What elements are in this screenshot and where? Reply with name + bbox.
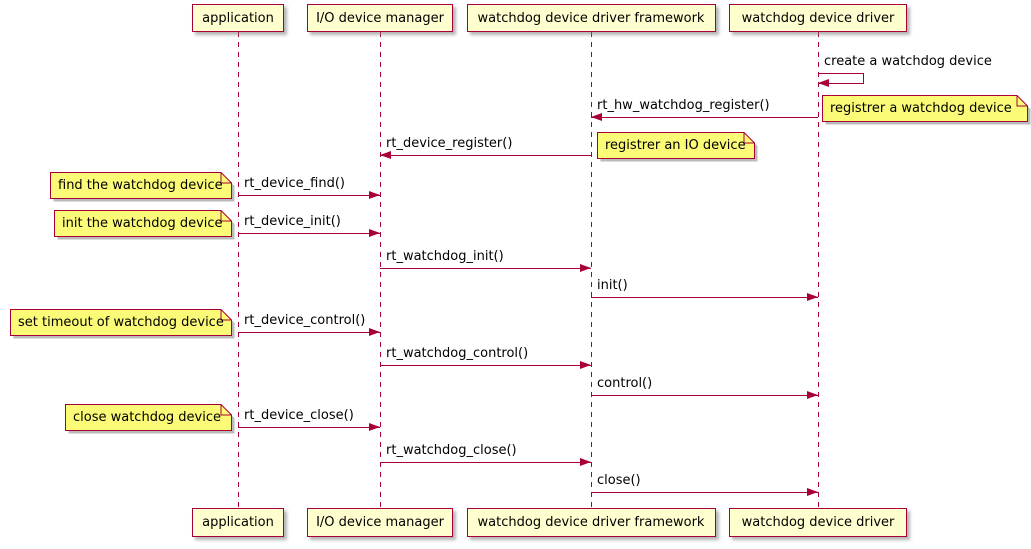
message-line bbox=[380, 462, 591, 463]
arrowhead bbox=[369, 191, 380, 199]
lifeline-watchdog-device-driver bbox=[818, 32, 819, 508]
self-arrow-top-line bbox=[818, 73, 863, 74]
arrowhead bbox=[369, 328, 380, 336]
arrowhead bbox=[807, 391, 818, 399]
arrowhead bbox=[369, 423, 380, 431]
note-shape bbox=[597, 132, 758, 162]
note: close watchdog device bbox=[65, 404, 235, 434]
note-shape bbox=[10, 309, 235, 339]
message-label: create a watchdog device bbox=[824, 54, 992, 69]
message-line bbox=[238, 427, 380, 428]
arrowhead bbox=[807, 488, 818, 496]
message-label: rt_watchdog_close() bbox=[386, 443, 517, 458]
message-label: rt_device_init() bbox=[244, 214, 341, 229]
note-text: registrer an IO device bbox=[605, 138, 746, 153]
arrowhead bbox=[580, 361, 591, 369]
arrowhead bbox=[380, 151, 391, 159]
participant-watchdog-device-driver-framework-bottom: watchdog device driver framework bbox=[466, 508, 716, 537]
message-line bbox=[238, 332, 380, 333]
participant-watchdog-device-driver-top: watchdog device driver bbox=[729, 4, 907, 32]
message-label: close() bbox=[597, 473, 641, 488]
participant-watchdog-device-driver-bottom: watchdog device driver bbox=[729, 508, 907, 537]
message-label: rt_device_control() bbox=[244, 313, 366, 328]
message-label: rt_hw_watchdog_register() bbox=[597, 98, 770, 113]
lifeline-application bbox=[238, 32, 239, 508]
note-text: close watchdog device bbox=[73, 410, 221, 425]
note-text: registrer a watchdog device bbox=[830, 101, 1012, 116]
note-text: init the watchdog device bbox=[62, 216, 223, 231]
arrowhead bbox=[580, 458, 591, 466]
participant-io-device-manager-bottom: I/O device manager bbox=[307, 508, 453, 537]
message-label: init() bbox=[597, 278, 628, 293]
note: set timeout of watchdog device bbox=[10, 309, 235, 339]
note-shape bbox=[54, 210, 235, 240]
arrowhead bbox=[580, 264, 591, 272]
message-line bbox=[591, 492, 818, 493]
self-arrow-side-line bbox=[863, 73, 864, 84]
note: registrer an IO device bbox=[597, 132, 758, 162]
participant-application-top: application bbox=[192, 4, 284, 32]
message-line bbox=[591, 395, 818, 396]
message-line bbox=[380, 155, 591, 156]
arrowhead bbox=[369, 229, 380, 237]
self-arrow-bottom-line bbox=[818, 83, 863, 84]
lifeline-io-device-manager bbox=[380, 32, 381, 508]
message-label: rt_watchdog_control() bbox=[386, 346, 529, 361]
note-text: find the watchdog device bbox=[58, 178, 223, 193]
message-line bbox=[380, 268, 591, 269]
arrowhead bbox=[807, 293, 818, 301]
lifeline-watchdog-device-driver-framework bbox=[591, 32, 592, 508]
note-text: set timeout of watchdog device bbox=[18, 315, 224, 330]
participant-watchdog-device-driver-framework-top: watchdog device driver framework bbox=[466, 4, 716, 32]
arrowhead bbox=[591, 113, 602, 121]
participant-io-device-manager-top: I/O device manager bbox=[307, 4, 453, 32]
message-label: control() bbox=[597, 376, 653, 391]
message-label: rt_device_register() bbox=[386, 136, 513, 151]
note: init the watchdog device bbox=[54, 210, 235, 240]
note: find the watchdog device bbox=[50, 172, 235, 202]
message-line bbox=[238, 233, 380, 234]
note-shape bbox=[50, 172, 235, 202]
message-label: rt_device_find() bbox=[244, 176, 345, 191]
message-line bbox=[591, 297, 818, 298]
note-shape bbox=[822, 95, 1031, 125]
note: registrer a watchdog device bbox=[822, 95, 1031, 125]
participant-application-bottom: application bbox=[192, 508, 284, 537]
message-line bbox=[591, 117, 818, 118]
message-label: rt_watchdog_init() bbox=[386, 249, 504, 264]
message-line bbox=[238, 195, 380, 196]
message-label: rt_device_close() bbox=[244, 408, 354, 423]
note-shape bbox=[65, 404, 235, 434]
message-line bbox=[380, 365, 591, 366]
arrowhead bbox=[818, 79, 829, 87]
